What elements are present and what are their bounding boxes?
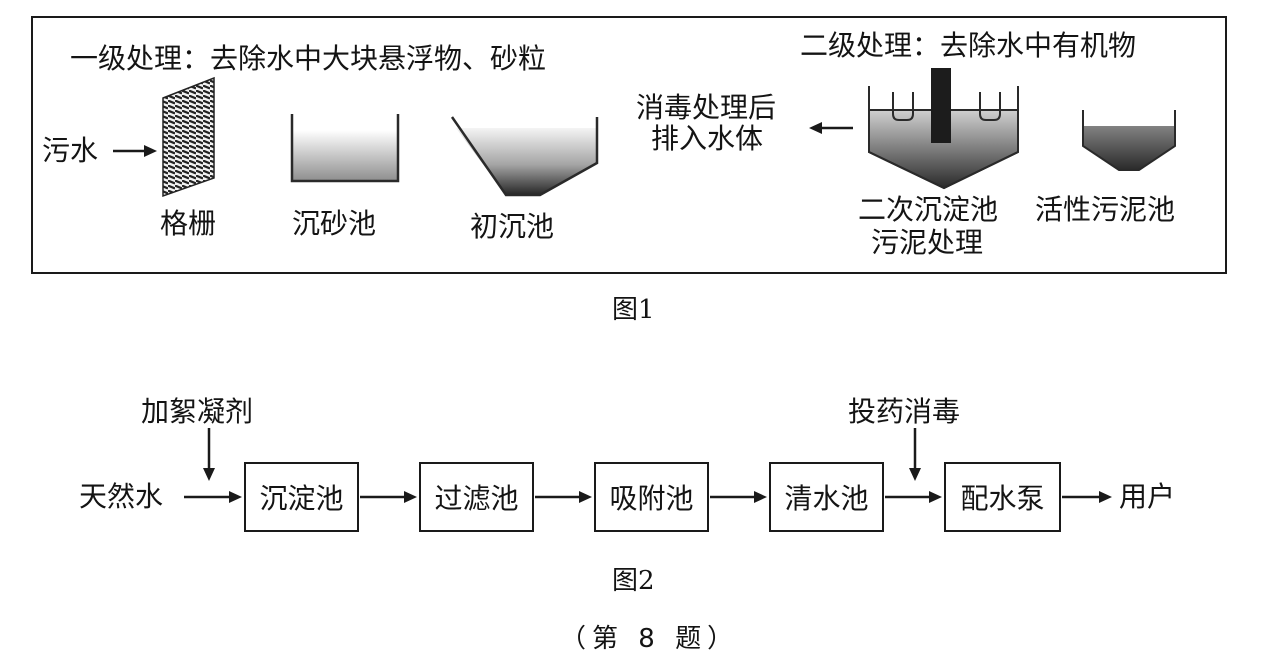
disinfectant-down-arrow (909, 428, 921, 481)
secondary-treatment-label: 二级处理：去除水中有机物 (800, 29, 1137, 62)
activated-sludge-tank-icon (1082, 110, 1176, 171)
flow-arrow-input (184, 491, 242, 503)
process-box-label: 清水池 (784, 482, 869, 515)
coagulant-down-arrow (203, 428, 215, 481)
question-number-label: （第 8 题） (560, 624, 740, 654)
flow-arrow-4 (885, 491, 942, 503)
disinfectant-label: 投药消毒 (848, 395, 961, 428)
grit-tank-icon (290, 114, 400, 183)
flow-arrow-2 (535, 491, 592, 503)
primary-settling-label: 初沉池 (470, 210, 555, 243)
discharge-label-line2: 排入水体 (651, 122, 764, 155)
flow-arrow-3 (710, 491, 767, 503)
sewage-label: 污水 (42, 134, 99, 167)
grit-tank-label: 沉砂池 (292, 207, 377, 240)
user-label: 用户 (1119, 480, 1176, 513)
process-box-label: 过滤池 (434, 482, 519, 515)
grating-icon (162, 76, 215, 198)
grating-label: 格栅 (160, 207, 217, 240)
flow-arrow-1 (360, 491, 417, 503)
figure1-caption: 图1 (612, 295, 655, 325)
discharge-label-line1: 消毒处理后 (636, 91, 777, 124)
process-box-distribution-pump: 配水泵 (944, 462, 1061, 532)
process-box-sedimentation: 沉淀池 (244, 462, 359, 532)
process-box-label: 沉淀池 (259, 482, 344, 515)
process-box-filtration: 过滤池 (419, 462, 534, 532)
process-box-clear-water: 清水池 (769, 462, 884, 532)
primary-settling-tank-icon (450, 116, 599, 197)
process-box-label: 吸附池 (609, 482, 694, 515)
flow-arrow-output (1062, 491, 1112, 503)
discharge-arrow (809, 122, 853, 134)
sewage-input-arrow (113, 145, 157, 157)
process-box-adsorption: 吸附池 (594, 462, 709, 532)
activated-sludge-label: 活性污泥池 (1035, 193, 1176, 226)
primary-treatment-label: 一级处理：去除水中大块悬浮物、砂粒 (70, 42, 547, 75)
figure2-caption: 图2 (612, 566, 655, 596)
coagulant-label: 加絮凝剂 (141, 395, 254, 428)
process-box-label: 配水泵 (960, 482, 1045, 515)
sludge-treatment-label: 污泥处理 (871, 226, 984, 259)
secondary-settling-tank-icon (868, 68, 1019, 190)
natural-water-label: 天然水 (79, 480, 164, 513)
figure1-frame (31, 16, 1227, 274)
secondary-settling-label: 二次沉淀池 (858, 193, 999, 226)
